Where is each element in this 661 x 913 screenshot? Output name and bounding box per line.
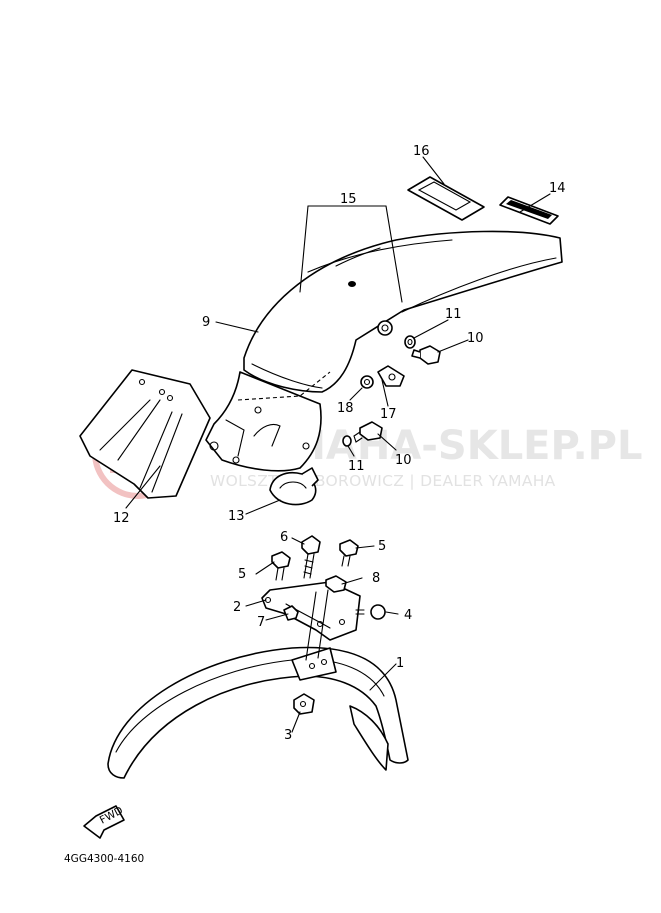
callout-10-lower: 10 [395,453,412,468]
callout-11-lower: 11 [348,459,365,474]
callout-7: 7 [257,615,265,630]
callout-3: 3 [284,728,292,743]
callout-15: 15 [340,192,357,207]
watermark-subtitle: WOLSZTYN I BOROWICZ | DEALER YAMAHA [210,472,556,490]
callout-11-upper: 11 [445,307,462,322]
part-10-lower-bolt[interactable] [353,421,383,443]
part-fender-mount-boss [377,320,393,336]
part-4-screw[interactable] [355,604,386,620]
part-18-grommet[interactable] [360,375,374,389]
callout-13: 13 [228,509,245,524]
part-13-bracket[interactable] [269,467,319,506]
part-2-fender-stay[interactable] [261,581,361,641]
part-6-long-bolt[interactable] [301,535,321,579]
part-17-bracket-nut[interactable] [377,365,405,387]
callout-18: 18 [337,401,354,416]
callout-9: 9 [202,315,210,330]
callout-5-right: 5 [378,539,386,554]
callout-6: 6 [280,530,288,545]
callout-5-left: 5 [238,567,246,582]
part-3-nut[interactable] [293,693,315,715]
part-7-nut[interactable] [283,605,299,621]
part-10-upper-bolt[interactable] [411,345,441,365]
callout-16: 16 [413,144,430,159]
callout-17: 17 [380,407,397,422]
part-8-nut[interactable] [325,575,347,593]
callout-12: 12 [113,511,130,526]
callout-10-upper: 10 [467,331,484,346]
part-5-left-bolt[interactable] [271,551,291,581]
part-16-label-sticker[interactable] [407,176,485,221]
drawing-code: 4GG4300-4160 [64,853,144,865]
forward-direction-arrow: FWD [83,805,125,839]
part-14-emblem[interactable] [499,196,559,225]
part-12-mud-flap[interactable] [79,369,211,499]
part-11-upper-washer[interactable] [404,335,416,349]
part-9-front-fender[interactable] [205,230,563,472]
part-5-right-bolt[interactable] [339,539,359,567]
callout-2: 2 [233,600,241,615]
callout-4: 4 [404,608,412,623]
callout-14: 14 [549,181,566,196]
leader-lines [125,156,551,733]
callout-1: 1 [396,656,404,671]
callout-numbers: 16 14 15 9 11 10 18 17 11 10 12 13 6 5 5… [113,144,566,743]
part-11-lower-washer[interactable] [342,435,352,447]
callout-8: 8 [372,571,380,586]
part-1-front-fender[interactable] [107,646,409,779]
